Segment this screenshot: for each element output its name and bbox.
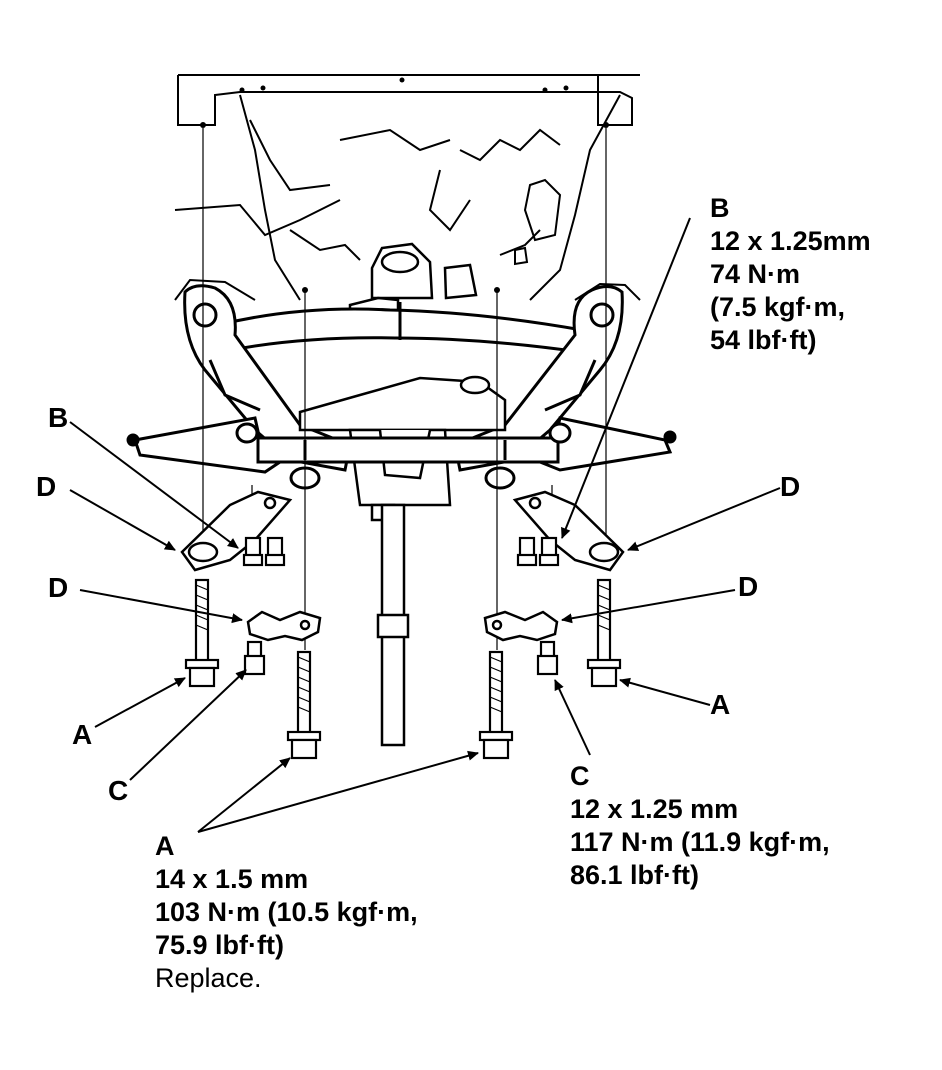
callout-a-torque-1: 103 N·m (10.5 kgf·m, xyxy=(155,897,418,927)
callout-a-letter: A xyxy=(155,831,175,861)
callout-b-torque-lbf: 54 lbf·ft) xyxy=(710,325,817,355)
callout-a-size: 14 x 1.5 mm xyxy=(155,864,309,894)
left-suspension-arm xyxy=(183,284,352,472)
bolts-c xyxy=(243,640,559,676)
left-bracket-upper xyxy=(180,490,293,572)
label-b-left: B xyxy=(48,402,69,433)
label-c-left: C xyxy=(108,775,129,806)
callout-b-size: 12 x 1.25mm xyxy=(710,226,871,256)
label-d-right-upper: D xyxy=(780,471,801,502)
driveshaft xyxy=(376,503,410,747)
right-suspension-arm xyxy=(453,285,624,472)
label-d-left-upper: D xyxy=(36,471,57,502)
label-d-right-lower: D xyxy=(738,571,759,602)
callout-c-size: 12 x 1.25 mm xyxy=(570,794,739,824)
label-d-left-lower: D xyxy=(48,572,69,603)
callout-b-torque-kgf: (7.5 kgf·m, xyxy=(710,292,846,322)
vehicle-body-underside xyxy=(174,74,641,301)
callout-c-torque-1: 117 N·m (11.9 kgf·m, xyxy=(570,827,830,857)
callout-a-note: Replace. xyxy=(155,963,262,993)
upper-crossmember xyxy=(216,302,584,354)
bolts-a xyxy=(184,578,622,760)
callout-c: C 12 x 1.25 mm 117 N·m (11.9 kgf·m, 86.1… xyxy=(570,760,830,892)
label-a-right: A xyxy=(710,689,731,720)
callout-a: A 14 x 1.5 mm 103 N·m (10.5 kgf·m, 75.9 … xyxy=(155,830,418,995)
callout-c-letter: C xyxy=(570,761,590,791)
label-a-left: A xyxy=(72,719,93,750)
body-mount-dots xyxy=(200,77,609,293)
callout-b-torque-nm: 74 N·m xyxy=(710,259,801,289)
right-bracket-lower xyxy=(483,610,559,642)
left-bracket-lower xyxy=(246,610,322,642)
callout-b-letter: B xyxy=(710,193,730,223)
bolts-b xyxy=(242,536,560,567)
leader-arrows xyxy=(69,217,781,833)
callout-c-torque-2: 86.1 lbf·ft) xyxy=(570,860,700,890)
callout-a-torque-2: 75.9 lbf·ft) xyxy=(155,930,285,960)
callout-b: B 12 x 1.25mm 74 N·m (7.5 kgf·m, 54 lbf·… xyxy=(710,192,871,357)
lower-crossmember xyxy=(126,416,677,490)
